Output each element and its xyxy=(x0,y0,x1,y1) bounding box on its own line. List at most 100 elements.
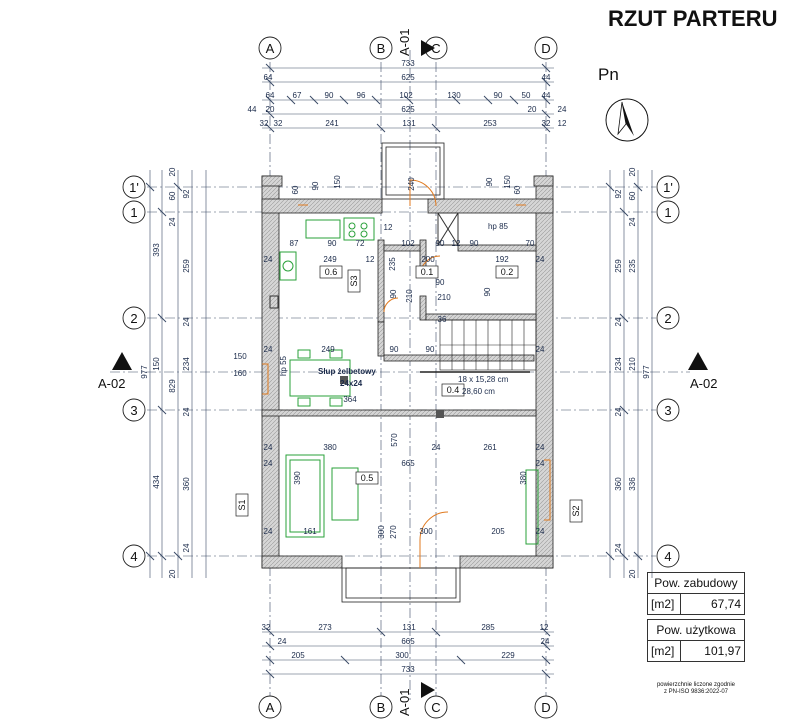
axis-row-1-right: 1 xyxy=(664,205,671,220)
note-line-1: powierzchnie liczone zgodnie xyxy=(656,682,736,688)
dimension-texts-bottom: 32 273 131 285 12 24 665 24 205 300 229 … xyxy=(262,623,550,674)
svg-text:130: 130 xyxy=(447,91,461,100)
svg-text:90: 90 xyxy=(436,278,445,287)
svg-text:300: 300 xyxy=(395,651,409,660)
svg-text:24: 24 xyxy=(264,345,273,354)
built-area-unit: [m2] xyxy=(647,593,681,615)
room-0-6: 0.6 xyxy=(325,267,338,277)
interior-dimensions: 60 90 150 90 150 60 240 12 87 90 72 102 … xyxy=(233,175,545,539)
axis-col-c-top: C xyxy=(431,41,440,56)
svg-text:360: 360 xyxy=(614,477,623,491)
sofa xyxy=(285,454,325,538)
column-note: Słup żelbetowy 24x24 xyxy=(318,367,376,388)
svg-text:977: 977 xyxy=(642,365,651,379)
svg-text:665: 665 xyxy=(401,637,415,646)
built-area-row: [m2] 67,74 xyxy=(647,593,745,615)
usable-area-header: Pow. użytkowa xyxy=(647,619,745,641)
svg-text:44: 44 xyxy=(542,91,551,100)
svg-text:434: 434 xyxy=(152,475,161,489)
svg-text:249: 249 xyxy=(321,345,335,354)
axis-bubbles xyxy=(122,36,680,719)
svg-text:24: 24 xyxy=(536,255,545,264)
svg-text:96: 96 xyxy=(357,91,366,100)
section-arrow-bottom-icon xyxy=(421,682,435,698)
tv-cabinet xyxy=(525,469,539,545)
concrete-column xyxy=(340,376,348,384)
svg-text:24: 24 xyxy=(182,317,191,326)
svg-text:150: 150 xyxy=(333,175,342,189)
walls xyxy=(261,175,554,569)
svg-text:90: 90 xyxy=(483,287,492,296)
svg-text:205: 205 xyxy=(491,527,505,536)
svg-text:390: 390 xyxy=(293,471,302,485)
svg-text:733: 733 xyxy=(401,59,415,68)
area-summary-table: Pow. zabudowy [m2] 67,74 Pow. użytkowa [… xyxy=(647,572,745,662)
section-arrow-right-icon xyxy=(688,352,708,370)
tag-s1: S1 xyxy=(237,499,247,510)
svg-text:273: 273 xyxy=(318,623,332,632)
svg-text:24: 24 xyxy=(536,527,545,536)
svg-text:90: 90 xyxy=(494,91,503,100)
axis-row-1p-left: 1' xyxy=(129,180,139,195)
svg-text:161: 161 xyxy=(303,527,317,536)
svg-text:90: 90 xyxy=(311,181,320,190)
axis-row-1-left: 1 xyxy=(130,205,137,220)
svg-text:625: 625 xyxy=(401,73,415,82)
svg-text:32: 32 xyxy=(260,119,269,128)
tag-s3: S3 xyxy=(349,275,359,286)
room-tags: 0.1 0.2 0.4 0.5 0.6 xyxy=(319,265,519,485)
axis-row-1p-right: 1' xyxy=(663,180,673,195)
svg-text:131: 131 xyxy=(402,623,416,632)
svg-text:32: 32 xyxy=(262,623,271,632)
svg-text:24: 24 xyxy=(614,317,623,326)
svg-text:102: 102 xyxy=(401,239,415,248)
svg-text:249: 249 xyxy=(323,255,337,264)
axis-col-d-top: D xyxy=(541,41,550,56)
svg-text:12: 12 xyxy=(558,119,567,128)
svg-text:36: 36 xyxy=(438,315,447,324)
svg-text:270: 270 xyxy=(389,525,398,539)
svg-text:Słup żelbetowy: Słup żelbetowy xyxy=(318,367,376,376)
svg-text:336: 336 xyxy=(628,477,637,491)
built-area-value: 67,74 xyxy=(680,593,745,615)
svg-text:87: 87 xyxy=(290,239,299,248)
svg-text:90: 90 xyxy=(436,239,445,248)
svg-text:72: 72 xyxy=(356,239,365,248)
section-label-left: A-02 xyxy=(98,376,125,391)
svg-text:131: 131 xyxy=(402,119,416,128)
svg-text:829: 829 xyxy=(168,379,177,393)
usable-area-value: 101,97 xyxy=(680,640,745,662)
svg-text:300: 300 xyxy=(419,527,433,536)
svg-text:240: 240 xyxy=(407,177,416,191)
axis-col-c-bottom: C xyxy=(431,700,440,715)
axis-grid xyxy=(110,50,690,700)
svg-text:20: 20 xyxy=(168,167,177,176)
svg-text:20: 20 xyxy=(628,167,637,176)
svg-text:393: 393 xyxy=(152,243,161,257)
svg-text:150: 150 xyxy=(233,352,247,361)
svg-text:380: 380 xyxy=(519,471,528,485)
svg-text:50: 50 xyxy=(522,91,531,100)
svg-text:67: 67 xyxy=(293,91,302,100)
svg-text:24: 24 xyxy=(536,345,545,354)
svg-text:665: 665 xyxy=(401,459,415,468)
axis-row-3-right: 3 xyxy=(664,403,671,418)
room-0-4: 0.4 xyxy=(447,385,460,395)
boiler xyxy=(437,212,459,246)
svg-text:12: 12 xyxy=(384,223,393,232)
staircase xyxy=(420,319,537,373)
stove-unit xyxy=(343,217,375,241)
svg-text:24: 24 xyxy=(558,105,567,114)
svg-text:210: 210 xyxy=(628,357,637,371)
svg-text:285: 285 xyxy=(481,623,495,632)
svg-text:20: 20 xyxy=(528,105,537,114)
svg-text:259: 259 xyxy=(182,259,191,273)
svg-text:12: 12 xyxy=(366,255,375,264)
svg-text:24: 24 xyxy=(432,443,441,452)
dimension-lines-top xyxy=(149,67,653,675)
stairs-note: 18 x 15,28 cm 28,60 cm xyxy=(458,375,509,396)
dimension-texts-top: 733 64 625 44 64 67 90 96 102 130 90 50 … xyxy=(248,59,567,128)
page-title: RZUT PARTERU xyxy=(608,6,778,31)
svg-text:150: 150 xyxy=(503,175,512,189)
svg-text:44: 44 xyxy=(248,105,257,114)
